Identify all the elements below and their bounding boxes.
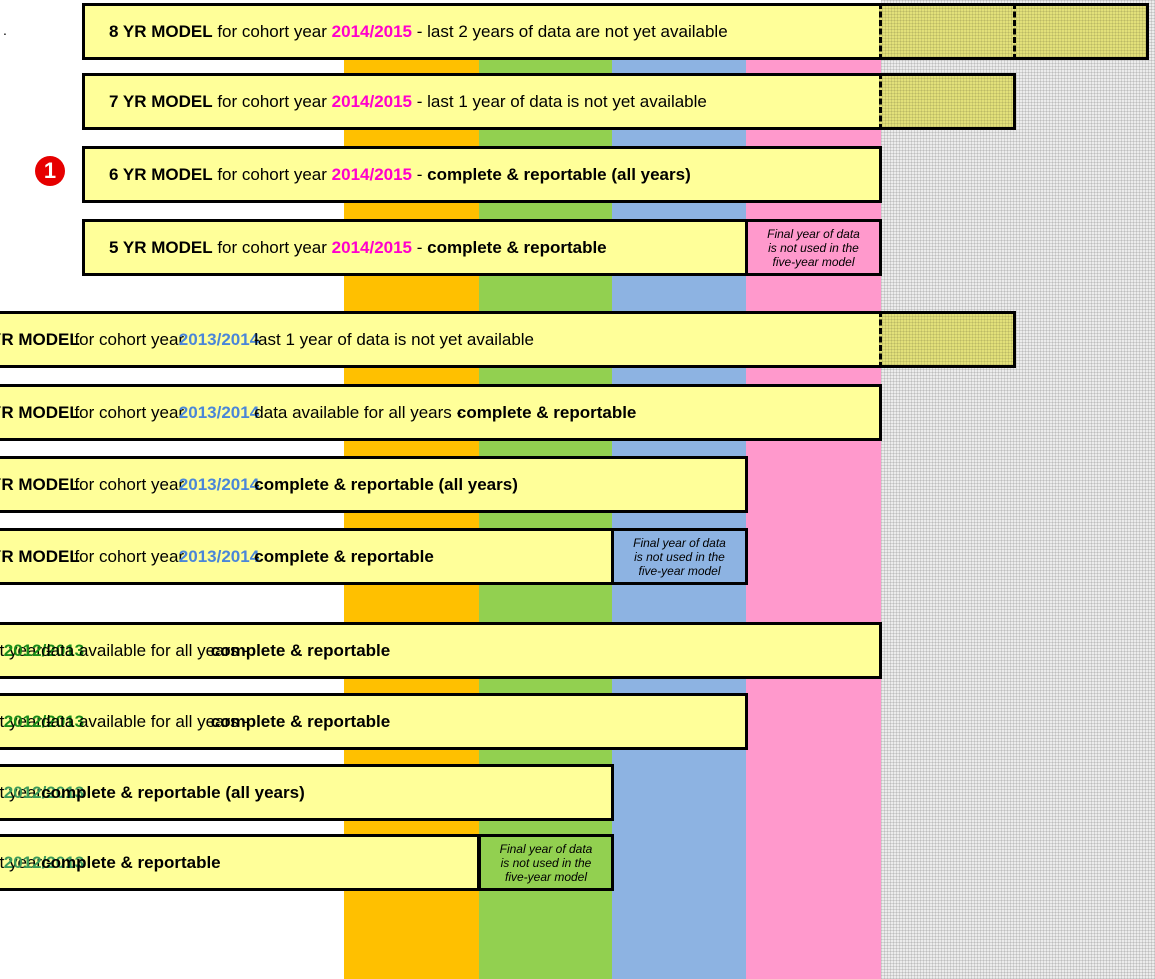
period-mark: . [3, 22, 7, 38]
row-text: for cohort year [69, 402, 189, 422]
row-sep: - [412, 237, 428, 257]
row-status: data available for all years - [254, 402, 467, 422]
row-status-bold: complete & reportable (all years) [254, 474, 518, 494]
model-label: 6 YR MODEL [109, 164, 213, 184]
bar-row-3: 6 YR MODEL for cohort year 2014/2015 - c… [82, 146, 882, 203]
cohort-year: 2013/2014 [178, 546, 260, 566]
note-line: is not used in the [634, 549, 725, 564]
column-year-5-unavailable [881, 0, 1016, 979]
row-text: for cohort year [69, 329, 189, 349]
row-text: for cohort year [212, 91, 332, 111]
row-status-bold: complete & reportable [210, 640, 391, 660]
row-status: last 2 years of data are not yet availab… [427, 21, 728, 41]
row-text: for cohort year [69, 546, 189, 566]
model-label: YR MODEL [0, 329, 80, 349]
cohort-year: 2013/2014 [178, 329, 260, 349]
row-text: cohort year [0, 711, 43, 731]
row-sep: - [412, 21, 428, 41]
bar-row-6: YR MODEL for cohort year 2013/2014 - dat… [0, 384, 882, 441]
row-text: for cohort year [212, 21, 332, 41]
unavailable-year-block [879, 3, 1016, 60]
row-text: for cohort year [69, 474, 189, 494]
dashed-divider [1013, 3, 1016, 60]
bar-row-4: 5 YR MODEL for cohort year 2014/2015 - c… [82, 219, 748, 276]
cohort-year: 2014/2015 [331, 237, 413, 257]
dashed-divider [879, 3, 882, 60]
row-status: data available for all years - [41, 640, 254, 660]
bar-row-1: 8 YR MODEL for cohort year 2014/2015 - l… [82, 3, 882, 60]
row-status-bold: complete & reportable [456, 402, 637, 422]
step-marker-icon: 1 [35, 156, 65, 186]
bar-row-5: YR MODEL for cohort year 2013/2014 - las… [0, 311, 882, 368]
bar-row-12: cohort year 2012/2013 - complete & repor… [0, 834, 480, 891]
row-text: for cohort year [212, 237, 332, 257]
row-text: cohort year [0, 640, 43, 660]
row-sep: - [412, 91, 428, 111]
row-status: last 1 year of data is not yet available [254, 329, 535, 349]
row-status-bold: complete & reportable (all years) [427, 164, 691, 184]
cohort-year: 2014/2015 [331, 91, 413, 111]
bar-row-9: cohort year 2012/2013 - data available f… [0, 622, 882, 679]
model-label: YR MODEL [0, 546, 80, 566]
cohort-year: 2013/2014 [178, 402, 260, 422]
row-status-bold: complete & reportable [210, 711, 391, 731]
column-year-3 [612, 55, 746, 979]
bar-row-11: cohort year 2012/2013 - complete & repor… [0, 764, 614, 821]
bar-row-2: 7 YR MODEL for cohort year 2014/2015 - l… [82, 73, 882, 130]
row-status-bold: complete & reportable [427, 237, 607, 257]
unavailable-year-block [1016, 3, 1149, 60]
unavailable-year-block [879, 311, 1016, 368]
row-text: cohort year [0, 852, 43, 872]
note-line: Final year of data [633, 535, 726, 550]
note-line: five-year model [504, 869, 588, 884]
row-status: data available for all years - [41, 711, 254, 731]
bar-row-8: YR MODEL for cohort year 2013/2014 - com… [0, 528, 614, 585]
note-line: five-year model [638, 563, 721, 578]
row-status-bold: complete & reportable [254, 546, 434, 566]
row-status-bold: complete & reportable [41, 852, 221, 872]
model-label: YR MODEL [0, 402, 80, 422]
bar-row-7: YR MODEL for cohort year 2013/2014 - com… [0, 456, 748, 513]
note-line: Final year of data [767, 226, 860, 241]
cohort-year: 2014/2015 [331, 164, 413, 184]
dashed-divider [879, 311, 882, 368]
cohort-year: 2013/2014 [178, 474, 260, 494]
row-text: for cohort year [212, 164, 332, 184]
model-label: 8 YR MODEL [109, 21, 213, 41]
row-status-bold: complete & reportable (all years) [41, 782, 305, 802]
model-label: 5 YR MODEL [109, 237, 213, 257]
note-line: is not used in the [768, 240, 859, 255]
cohort-year: 2014/2015 [331, 21, 413, 41]
model-label: YR MODEL [0, 474, 80, 494]
column-year-6-unavailable [1016, 0, 1155, 979]
row-text: cohort year [0, 782, 43, 802]
row-sep: - [412, 164, 428, 184]
dashed-divider [879, 73, 882, 130]
note-line: is not used in the [500, 855, 592, 870]
note-line: Final year of data [499, 841, 593, 856]
unavailable-year-block [879, 73, 1016, 130]
note-line: five-year model [772, 254, 855, 269]
bar-row-10: cohort year 2012/2013 - data available f… [0, 693, 748, 750]
model-label: 7 YR MODEL [109, 91, 213, 111]
column-year-2 [479, 55, 612, 979]
row-status: last 1 year of data is not yet available [427, 91, 707, 111]
column-year-1 [344, 55, 479, 979]
column-year-4 [746, 55, 881, 979]
